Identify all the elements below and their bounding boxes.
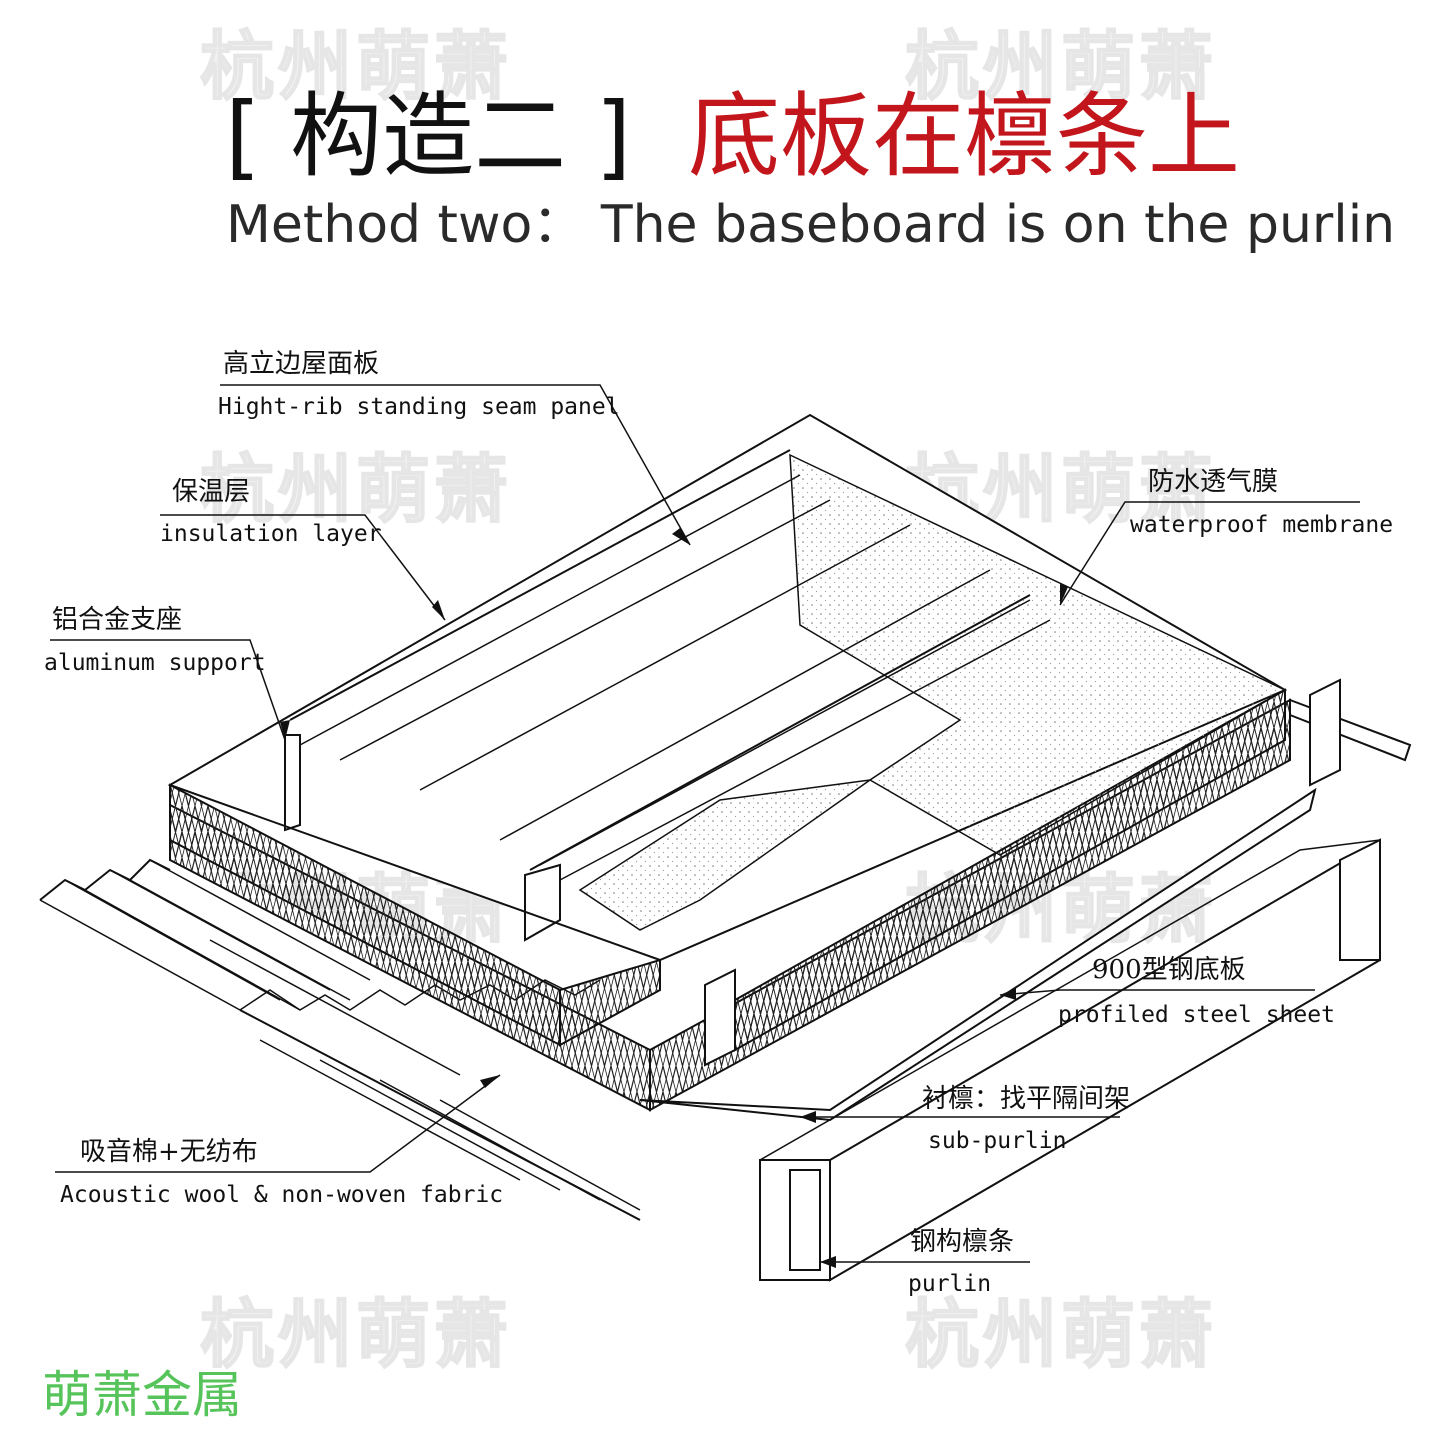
watermark-text: 杭州萌萧 bbox=[200, 1292, 512, 1378]
label-cn: 衬檩：找平隔间架 bbox=[922, 1084, 1130, 1114]
label-membrane: 防水透气膜 waterproof membrane bbox=[1130, 467, 1393, 538]
label-sub-purlin: 衬檩：找平隔间架 sub-purlin bbox=[922, 1084, 1130, 1154]
label-en: waterproof membrane bbox=[1130, 512, 1393, 538]
leader-lines bbox=[50, 384, 1360, 1268]
label-cn: 高立边屋面板 bbox=[223, 349, 379, 379]
profiled-steel-sheet bbox=[39, 830, 680, 1250]
watermark-text: 杭州萌萧 bbox=[905, 1292, 1217, 1378]
title-method-number: [ 构造二 ] bbox=[225, 83, 631, 190]
roof-panel-surface bbox=[167, 413, 1288, 962]
company-logo-text: 萌萧金属 bbox=[42, 1366, 242, 1424]
label-cn: 铝合金支座 bbox=[52, 605, 182, 635]
purlin bbox=[759, 838, 1381, 1282]
label-en: sub-purlin bbox=[928, 1128, 1066, 1154]
title-method-description: 底板在檩条上 bbox=[688, 83, 1240, 190]
label-cn: 钢构檩条 bbox=[910, 1227, 1014, 1257]
label-steel-sheet: 900型钢底板 profiled steel sheet bbox=[1058, 955, 1335, 1028]
label-en: Hight-rib standing seam panel bbox=[218, 394, 620, 420]
label-support: 铝合金支座 aluminum support bbox=[44, 605, 266, 676]
watermark-text: 杭州萌萧 bbox=[905, 24, 1217, 110]
label-insulation: 保温层 insulation layer bbox=[160, 477, 382, 547]
watermark-text: 杭州萌萧 bbox=[200, 447, 512, 533]
label-cn: 保温层 bbox=[172, 477, 250, 507]
label-cn: 吸音棉+无纺布 bbox=[80, 1137, 258, 1167]
label-acoustic: 吸音棉+无纺布 Acoustic wool & non-woven fabric bbox=[60, 1137, 503, 1208]
label-en: purlin bbox=[908, 1271, 991, 1297]
label-cn: 防水透气膜 bbox=[1148, 467, 1278, 497]
label-panel: 高立边屋面板 Hight-rib standing seam panel bbox=[218, 349, 620, 420]
watermark-text: 杭州萌萧 bbox=[200, 24, 512, 110]
label-en: insulation layer bbox=[160, 521, 382, 547]
label-en: Acoustic wool & non-woven fabric bbox=[60, 1182, 503, 1208]
label-purlin: 钢构檩条 purlin bbox=[908, 1227, 1014, 1297]
label-en: aluminum support bbox=[44, 650, 266, 676]
roof-drawing bbox=[39, 413, 1412, 1282]
subtitle: Method two： The baseboard is on the purl… bbox=[226, 195, 1395, 255]
aluminum-supports bbox=[704, 678, 1341, 1067]
label-cn: 900型钢底板 bbox=[1092, 955, 1246, 985]
label-en: profiled steel sheet bbox=[1058, 1002, 1335, 1028]
